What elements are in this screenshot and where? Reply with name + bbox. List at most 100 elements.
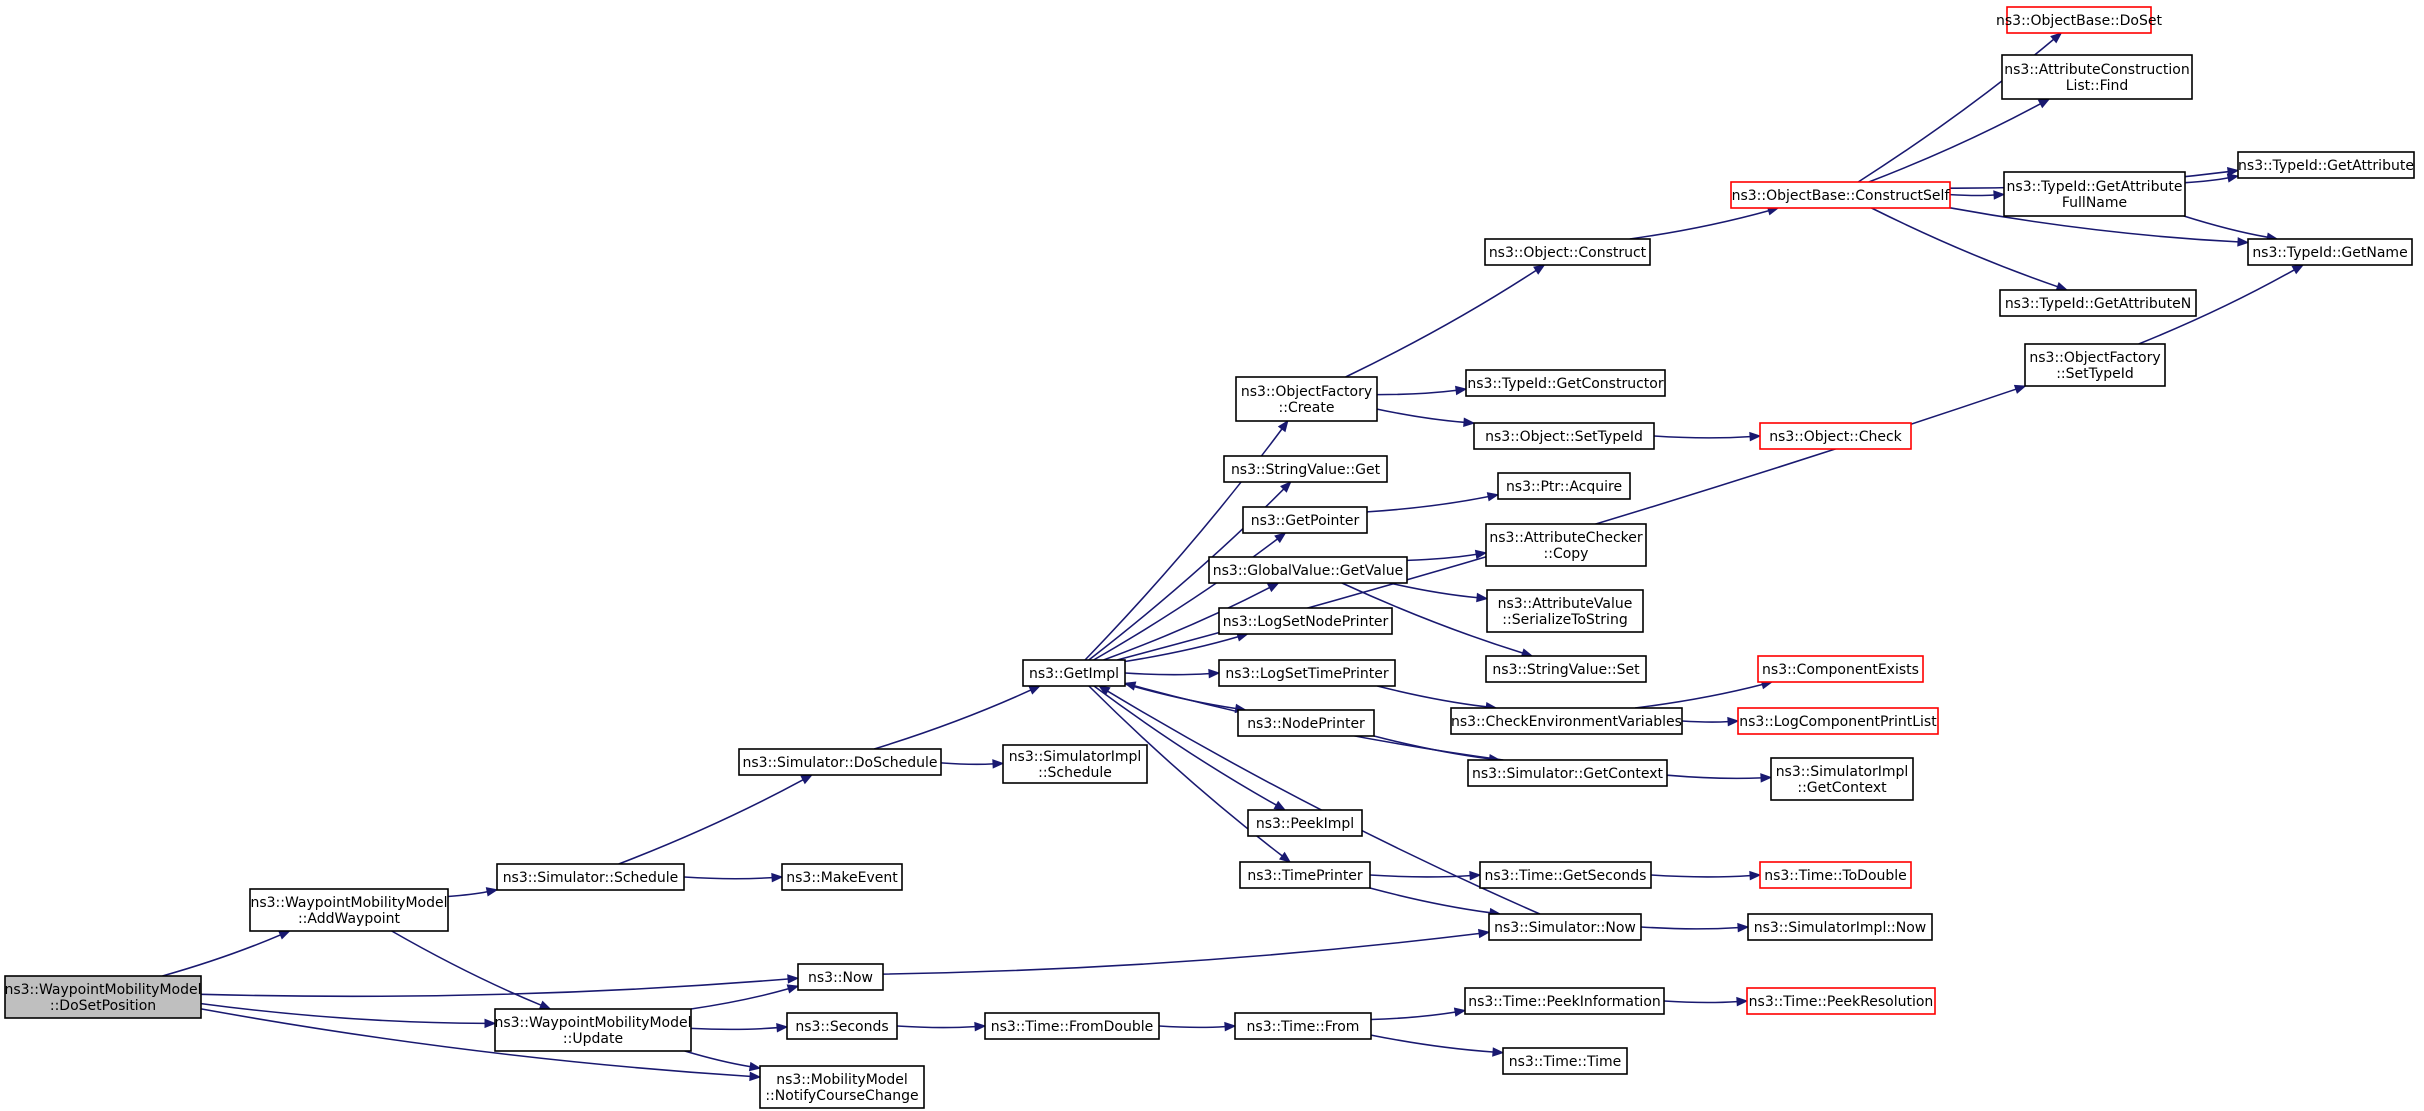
node-getimpl-box[interactable]	[1022, 659, 1126, 687]
node-checkenv[interactable]: ns3::CheckEnvironmentVariables	[1450, 707, 1683, 735]
node-timeprinter[interactable]: ns3::TimePrinter	[1239, 861, 1371, 889]
node-compexists[interactable]: ns3::ComponentExists	[1757, 655, 1924, 683]
node-timefromdouble[interactable]: ns3::Time::FromDouble	[984, 1012, 1160, 1040]
node-addwaypoint-box[interactable]	[249, 888, 449, 932]
node-timepeekinfo-box[interactable]	[1464, 987, 1665, 1015]
node-timepeekinfo[interactable]: ns3::Time::PeekInformation	[1464, 987, 1665, 1015]
node-objsettypeid-box[interactable]	[1473, 422, 1655, 450]
node-objconstruct[interactable]: ns3::Object::Construct	[1484, 238, 1651, 266]
node-stringget[interactable]: ns3::StringValue::Get	[1223, 455, 1388, 483]
node-constructself[interactable]: ns3::ObjectBase::ConstructSelf	[1730, 181, 1951, 209]
node-timetodouble-box[interactable]	[1759, 861, 1912, 889]
node-stringget-box[interactable]	[1223, 455, 1388, 483]
node-simdoschedule-box[interactable]	[738, 748, 942, 776]
node-seconds-box[interactable]	[786, 1012, 898, 1040]
node-getattrfull-box[interactable]	[2003, 171, 2186, 217]
node-simimplgetcontext[interactable]: ns3::SimulatorImpl::GetContext	[1770, 757, 1914, 801]
node-getattribute[interactable]: ns3::TypeId::GetAttribute	[2237, 151, 2415, 179]
node-notifycourse-box[interactable]	[759, 1065, 925, 1109]
node-seconds[interactable]: ns3::Seconds	[786, 1012, 898, 1040]
node-ofcreate-box[interactable]	[1235, 376, 1378, 422]
node-doset-box[interactable]	[2006, 6, 2152, 34]
node-now-box[interactable]	[797, 963, 884, 991]
node-attrvalueser-box[interactable]	[1486, 589, 1644, 633]
node-gvgetvalue[interactable]: ns3::GlobalValue::GetValue	[1208, 556, 1408, 584]
node-dosetposition-box[interactable]	[4, 975, 202, 1019]
node-update-box[interactable]	[494, 1008, 692, 1052]
node-constructself-box[interactable]	[1730, 181, 1951, 209]
node-timetodouble[interactable]: ns3::Time::ToDouble	[1759, 861, 1912, 889]
node-notifycourse[interactable]: ns3::MobilityModel::NotifyCourseChange	[759, 1065, 925, 1109]
node-simimplschedule[interactable]: ns3::SimulatorImpl::Schedule	[1002, 744, 1148, 784]
node-addwaypoint[interactable]: ns3::WaypointMobilityModel::AddWaypoint	[249, 888, 449, 932]
node-getconstructor-box[interactable]	[1465, 369, 1666, 397]
node-makeevent-box[interactable]	[781, 863, 903, 891]
node-timeprinter-box[interactable]	[1239, 861, 1371, 889]
node-objsettypeid[interactable]: ns3::Object::SetTypeId	[1473, 422, 1655, 450]
node-nodeprinter-box[interactable]	[1237, 709, 1375, 737]
node-logsettime-box[interactable]	[1218, 659, 1396, 687]
node-getimpl[interactable]: ns3::GetImpl	[1022, 659, 1126, 687]
node-simimplnow-box[interactable]	[1747, 913, 1933, 941]
node-simgetcontext[interactable]: ns3::Simulator::GetContext	[1467, 759, 1668, 787]
node-update[interactable]: ns3::WaypointMobilityModel::Update	[494, 1008, 692, 1052]
node-getpointer-box[interactable]	[1242, 506, 1368, 534]
node-timetime-box[interactable]	[1502, 1047, 1628, 1075]
node-peekimpl-box[interactable]	[1247, 809, 1363, 837]
node-timepeekres-box[interactable]	[1746, 987, 1936, 1015]
node-attrcheckercopy-box[interactable]	[1485, 523, 1647, 567]
node-simnow-box[interactable]	[1488, 913, 1642, 941]
node-checkenv-box[interactable]	[1450, 707, 1683, 735]
node-timefromdouble-box[interactable]	[984, 1012, 1160, 1040]
node-attrfind-box[interactable]	[2001, 54, 2193, 100]
node-ptracquire[interactable]: ns3::Ptr::Acquire	[1497, 472, 1631, 500]
node-logcompprint-box[interactable]	[1737, 707, 1939, 735]
node-ptracquire-box[interactable]	[1497, 472, 1631, 500]
node-ofsettypeid-box[interactable]	[2024, 343, 2166, 387]
node-makeevent[interactable]: ns3::MakeEvent	[781, 863, 903, 891]
node-getname[interactable]: ns3::TypeId::GetName	[2247, 238, 2413, 266]
node-simimplschedule-box[interactable]	[1002, 744, 1148, 784]
node-objcheck-box[interactable]	[1759, 422, 1912, 450]
node-compexists-box[interactable]	[1757, 655, 1924, 683]
node-timepeekres[interactable]: ns3::Time::PeekResolution	[1746, 987, 1936, 1015]
node-gvgetvalue-box[interactable]	[1208, 556, 1408, 584]
node-timegetseconds-box[interactable]	[1479, 861, 1652, 889]
node-simdoschedule[interactable]: ns3::Simulator::DoSchedule	[738, 748, 942, 776]
node-stringset[interactable]: ns3::StringValue::Set	[1485, 655, 1647, 683]
node-doset[interactable]: ns3::ObjectBase::DoSet	[1996, 6, 2162, 34]
node-stringset-box[interactable]	[1485, 655, 1647, 683]
node-timegetseconds[interactable]: ns3::Time::GetSeconds	[1479, 861, 1652, 889]
node-logsetnode-box[interactable]	[1218, 607, 1393, 635]
node-peekimpl[interactable]: ns3::PeekImpl	[1247, 809, 1363, 837]
node-dosetposition[interactable]: ns3::WaypointMobilityModel::DoSetPositio…	[4, 975, 202, 1019]
node-simnow[interactable]: ns3::Simulator::Now	[1488, 913, 1642, 941]
node-ofsettypeid[interactable]: ns3::ObjectFactory::SetTypeId	[2024, 343, 2166, 387]
node-attrcheckercopy[interactable]: ns3::AttributeChecker::Copy	[1485, 523, 1647, 567]
node-now[interactable]: ns3::Now	[797, 963, 884, 991]
node-timefrom-box[interactable]	[1234, 1012, 1372, 1040]
node-nodeprinter[interactable]: ns3::NodePrinter	[1237, 709, 1375, 737]
node-ofcreate[interactable]: ns3::ObjectFactory::Create	[1235, 376, 1378, 422]
node-timefrom[interactable]: ns3::Time::From	[1234, 1012, 1372, 1040]
node-getattribute-box[interactable]	[2237, 151, 2415, 179]
node-logsettime[interactable]: ns3::LogSetTimePrinter	[1218, 659, 1396, 687]
node-objcheck[interactable]: ns3::Object::Check	[1759, 422, 1912, 450]
node-simgetcontext-box[interactable]	[1467, 759, 1668, 787]
node-getattrn-box[interactable]	[1999, 289, 2197, 317]
node-simschedule-box[interactable]	[496, 863, 685, 891]
node-getpointer[interactable]: ns3::GetPointer	[1242, 506, 1368, 534]
node-simimplgetcontext-box[interactable]	[1770, 757, 1914, 801]
node-attrvalueser[interactable]: ns3::AttributeValue::SerializeToString	[1486, 589, 1644, 633]
node-objconstruct-box[interactable]	[1484, 238, 1651, 266]
node-timetime[interactable]: ns3::Time::Time	[1502, 1047, 1628, 1075]
node-logsetnode[interactable]: ns3::LogSetNodePrinter	[1218, 607, 1393, 635]
node-simimplnow[interactable]: ns3::SimulatorImpl::Now	[1747, 913, 1933, 941]
node-getconstructor[interactable]: ns3::TypeId::GetConstructor	[1465, 369, 1666, 397]
node-simschedule[interactable]: ns3::Simulator::Schedule	[496, 863, 685, 891]
node-getattrn[interactable]: ns3::TypeId::GetAttributeN	[1999, 289, 2197, 317]
node-getname-box[interactable]	[2247, 238, 2413, 266]
node-logcompprint[interactable]: ns3::LogComponentPrintList	[1737, 707, 1939, 735]
